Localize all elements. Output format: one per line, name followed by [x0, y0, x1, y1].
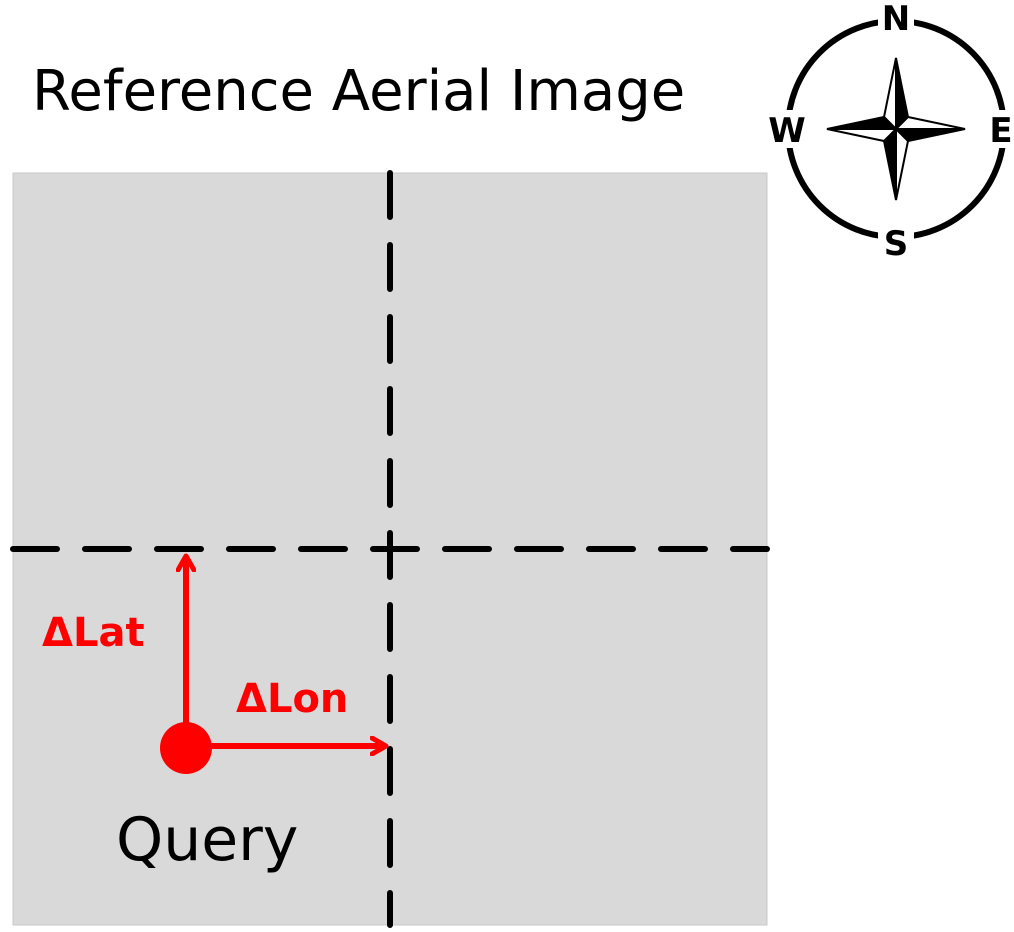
diagram-title: Reference Aerial Image: [32, 59, 685, 124]
compass-north-label: N: [882, 0, 910, 39]
compass-gap-e: [986, 110, 1014, 148]
compass-gap-s: [878, 224, 914, 260]
compass-gap-w: [768, 110, 808, 148]
compass-rose-icon: N S W E: [768, 0, 1014, 264]
compass-gap-n: [878, 0, 914, 34]
compass-west-label: W: [768, 111, 806, 151]
delta-lon-label: ΔLon: [236, 676, 348, 722]
compass-south-label: S: [884, 224, 909, 264]
compass-star-icon: [826, 57, 966, 201]
delta-lat-label: ΔLat: [42, 610, 145, 656]
query-label: Query: [116, 805, 298, 875]
compass-east-label: E: [989, 111, 1012, 151]
